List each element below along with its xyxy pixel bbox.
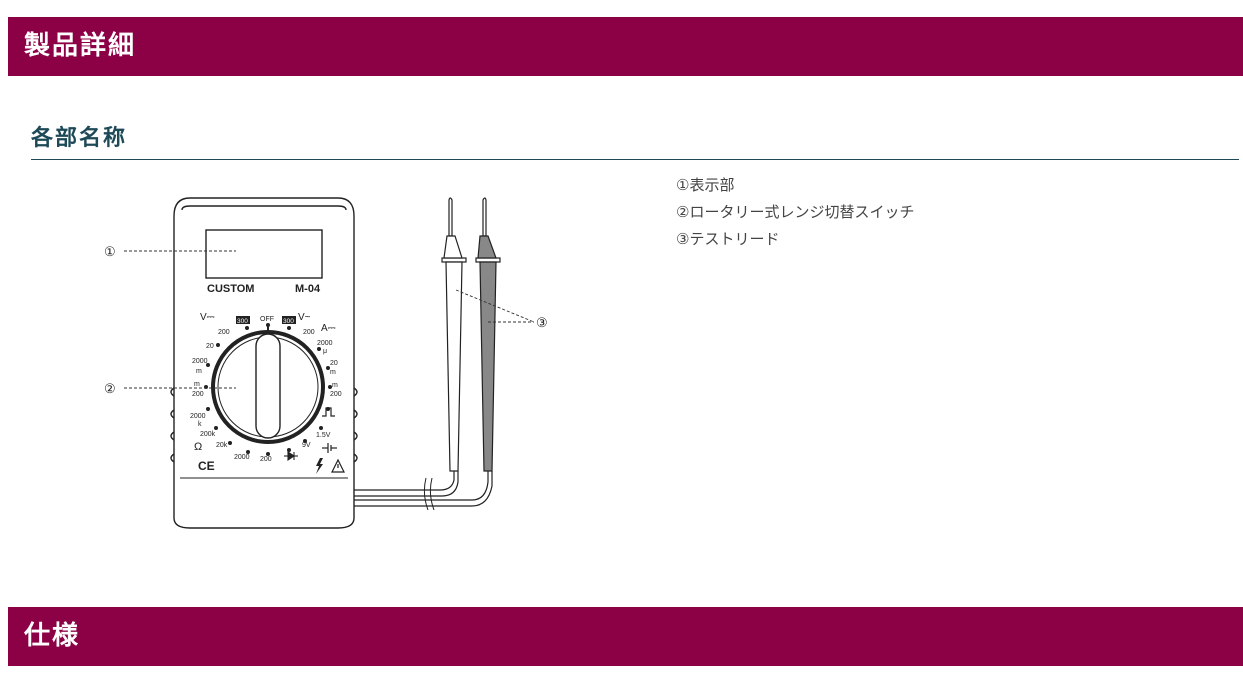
label-2000-ohm: 2000 — [234, 454, 250, 461]
label-200-vac: 200 — [303, 329, 315, 336]
model-label: M-04 — [295, 283, 321, 295]
subsection-heading-part-names: 各部名称 — [31, 120, 1239, 160]
battery-test-icon — [322, 443, 337, 453]
label-m-2: m — [194, 381, 200, 388]
label-v-ac: V~ — [298, 312, 311, 323]
label-2000-mvdc: 2000 — [192, 358, 208, 365]
display-window — [205, 229, 323, 279]
label-200-ma: 200 — [330, 391, 342, 398]
callout-lines — [124, 250, 535, 389]
label-off: OFF — [260, 316, 274, 323]
rotary-switch — [211, 324, 325, 444]
label-m-right-2: m — [332, 382, 338, 389]
badge-300-right — [282, 316, 296, 324]
callout-3: ③ — [536, 315, 548, 330]
callout-2: ② — [104, 381, 116, 396]
test-lead-black — [354, 197, 467, 497]
badge-300-left — [236, 316, 250, 324]
square-wave-icon — [322, 407, 335, 417]
label-20-vdc: 20 — [206, 343, 214, 350]
badge-300-right-text: 300 — [283, 318, 294, 325]
cable-break-mark — [423, 477, 435, 511]
label-200-ohm: 200 — [260, 456, 272, 463]
warning-icon — [331, 458, 345, 473]
parts-list-item-display: ①表示部 — [676, 176, 735, 194]
label-200k: 200k — [200, 431, 216, 438]
label-20-ma: 20 — [330, 360, 338, 367]
label-1-5v: 1.5V — [316, 432, 331, 439]
label-m-right-1: m — [330, 369, 336, 376]
label-k: k — [198, 421, 202, 428]
label-ohm: Ω — [194, 441, 202, 453]
label-2000k: 2000 — [190, 413, 206, 420]
label-m-1: m — [196, 368, 202, 375]
multimeter-diagram: CUSTOM M-04 V⎓ 300 OFF 300 V~ 200 20 200… — [104, 197, 548, 529]
label-9v: 9V — [302, 442, 311, 449]
parts-list-item-test-leads: ③テストリード — [676, 230, 780, 248]
parts-list: ①表示部 ②ロータリー式レンジ切替スイッチ ③テストリード — [676, 172, 914, 253]
multimeter-body — [170, 197, 358, 529]
parts-list-item-rotary-switch: ②ロータリー式レンジ切替スイッチ — [676, 203, 915, 221]
label-200-vdc: 200 — [218, 329, 230, 336]
section-header-product-detail: 製品詳細 — [8, 17, 1243, 76]
label-v-dc: V⎓ — [200, 312, 215, 323]
dial-labels: V⎓ 300 OFF 300 V~ 200 20 2000 m m 200 20… — [190, 312, 342, 473]
label-20k: 20k — [216, 442, 228, 449]
high-voltage-icon — [316, 458, 323, 474]
test-lead-red — [354, 197, 501, 507]
callout-1: ① — [104, 244, 116, 259]
label-a-dc: A⎓ — [321, 323, 336, 334]
label-mu: μ — [323, 348, 327, 355]
label-ce: CE — [198, 459, 215, 473]
dial-position-dots — [204, 323, 332, 456]
label-2000-ua: 2000 — [317, 340, 333, 347]
section-header-spec: 仕様 — [8, 607, 1243, 666]
diode-icon — [284, 450, 298, 462]
brand-logo: CUSTOM — [207, 283, 254, 295]
label-200-mvdc: 200 — [192, 391, 204, 398]
badge-300-left-text: 300 — [237, 318, 248, 325]
